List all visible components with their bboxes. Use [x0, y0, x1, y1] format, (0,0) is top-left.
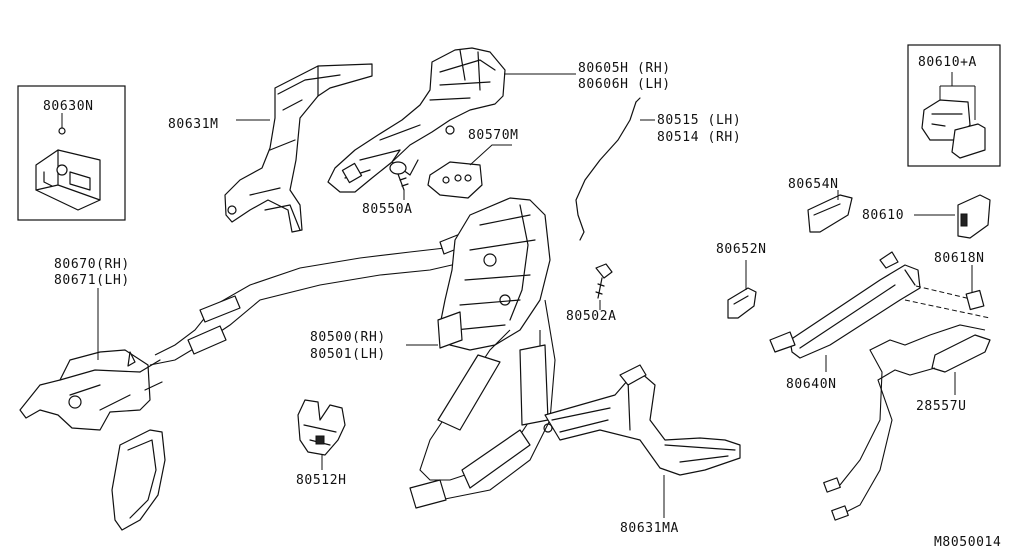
label-80500: 80500(RH) [310, 330, 386, 345]
label-80550a: 80550A [362, 202, 413, 217]
label-80654n: 80654N [788, 177, 839, 192]
bracket-80631ma-drawing [543, 364, 741, 476]
escutcheon-80652n-drawing [727, 287, 757, 319]
handle-frame-80605h-drawing [327, 47, 506, 193]
bracket-80630n-drawing [35, 113, 101, 211]
lock-actuator-80500-drawing [437, 197, 551, 351]
label-80670: 80670(RH) [54, 257, 130, 272]
leader-lines [97, 72, 973, 518]
label-80630n: 80630N [43, 99, 94, 114]
label-80512h: 80512H [296, 473, 347, 488]
cap-80610-drawing [957, 194, 991, 239]
label-80570m: 80570M [468, 128, 519, 143]
part-80610a-box [907, 44, 1001, 167]
inside-handle-80670-drawing [19, 349, 163, 431]
label-80610: 80610 [862, 208, 904, 223]
label-80671: 80671(LH) [54, 273, 130, 288]
bezel-drawing [111, 429, 166, 531]
label-80514: 80514 (RH) [657, 130, 741, 145]
bolt-80502a-drawing [595, 263, 613, 299]
label-80515: 80515 (LH) [657, 113, 741, 128]
label-80502a: 80502A [566, 309, 617, 324]
label-28557u: 28557U [916, 399, 967, 414]
bracket-80631m-drawing [224, 63, 373, 233]
handle-80640n-drawing [769, 251, 991, 359]
part-80630n-box [17, 85, 126, 221]
label-80640n: 80640N [786, 377, 837, 392]
labels: 80630N 80631M 80605H (RH) 80606H (LH) 80… [43, 55, 1001, 550]
rod-80515-drawing [575, 97, 641, 241]
clip-80512h-drawing [297, 399, 346, 456]
cable-loop-drawing [409, 299, 556, 509]
screw-80550a-drawing [389, 161, 409, 191]
label-80652n: 80652N [716, 242, 767, 257]
clip-80618n-drawing [965, 289, 985, 311]
label-80631ma: 80631MA [620, 521, 679, 536]
label-80618n: 80618N [934, 251, 985, 266]
harness-28557u-drawing [823, 324, 991, 521]
escutcheon-80654n-drawing [807, 194, 853, 233]
label-80605h: 80605H (RH) [578, 61, 671, 76]
label-80610a: 80610+A [918, 55, 977, 70]
striker-80570m-drawing [427, 161, 483, 199]
diagram-id: M8050014 [934, 535, 1001, 550]
label-80501: 80501(LH) [310, 347, 386, 362]
label-80606h: 80606H (LH) [578, 77, 671, 92]
cylinder-80610a-drawing [921, 85, 986, 159]
label-80631m: 80631M [168, 117, 219, 132]
